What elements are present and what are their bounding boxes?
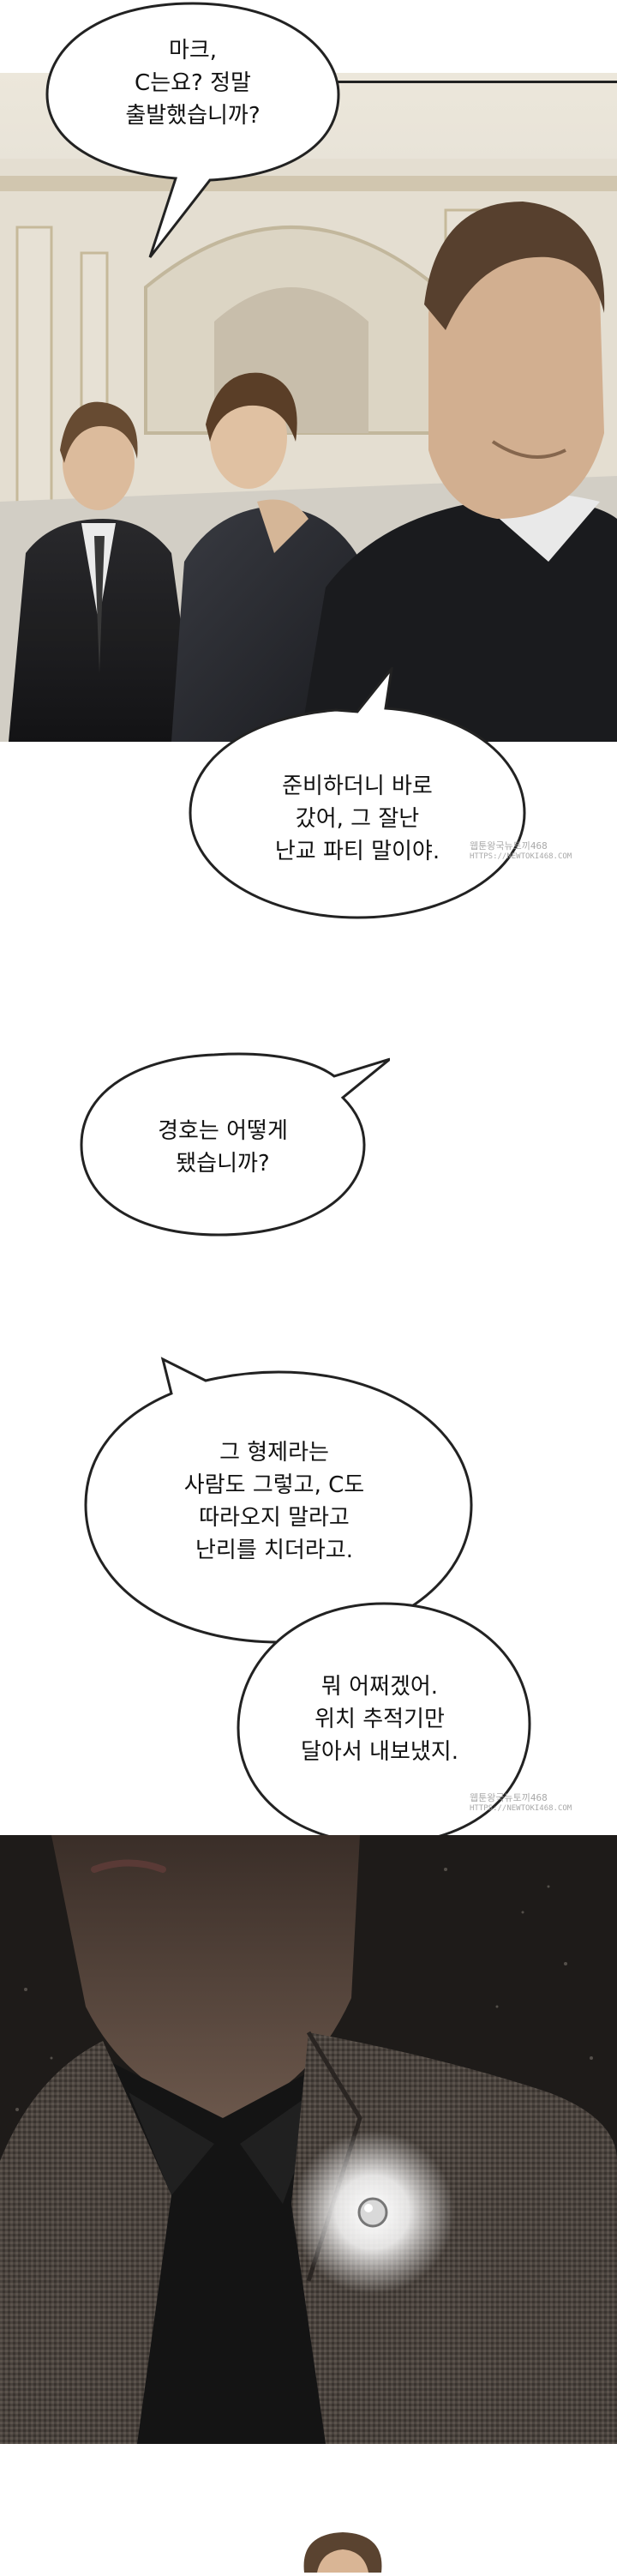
speech-bubble-1: 마크, C는요? 정말 출발했습니까? [39,0,347,266]
watermark-2-line-2: HTTPS://NEWTOKI468.COM [470,1804,572,1813]
bubble-3-line-1: 경호는 어떻게 [158,1118,288,1144]
panel-border-line [326,81,617,83]
watermark-1-line-1: 웹툰왕국뉴토끼468 [470,840,548,852]
bubble-4-line-3: 따라오지 말라고 [199,1505,350,1531]
bubble-3-line-2: 됐습니까? [176,1151,270,1177]
bubble-4-line-1: 그 형제라는 [219,1440,329,1466]
partial-head-bottom [291,2525,394,2573]
panel-hallway-scene [0,73,617,742]
hallway-illustration [0,73,617,742]
speech-bubble-4: 그 형제라는 사람도 그렇고, C도 따라오지 말라고 난리를 치더라고. [69,1342,480,1651]
bubble-1-line-3: 출발했습니까? [125,103,261,129]
bubble-1-line-1: 마크, [168,38,218,63]
watermark-2-line-1: 웹툰왕국뉴토끼468 [470,1792,548,1803]
speech-bubble-5: 뭐 어쩌겠어. 위치 추적기만 달아서 내보냈지. [230,1595,538,1852]
bubble-5-line-1: 뭐 어쩌겠어. [320,1674,439,1700]
watermark-1-line-2: HTTPS://NEWTOKI468.COM [470,852,572,861]
bubble-2-line-1: 준비하더니 바로 [282,773,433,799]
panel-jacket-closeup [0,1835,617,2444]
bubble-5-line-3: 달아서 내보냈지. [301,1739,458,1765]
bubble-1-line-2: C는요? 정말 [135,70,251,96]
bubble-2-line-2: 갔어, 그 잘난 [295,806,420,832]
speech-bubble-3: 경호는 어떻게 됐습니까? [73,1025,390,1239]
jacket-illustration [0,1835,617,2444]
bubble-5-line-2: 위치 추적기만 [314,1706,445,1732]
watermark-1: 웹툰왕국뉴토끼468 HTTPS://NEWTOKI468.COM [470,840,572,863]
bubble-4-line-2: 사람도 그렇고, C도 [183,1472,365,1498]
bubble-2-line-3: 난교 파티 말이야. [274,839,440,864]
bubble-4-line-4: 난리를 치더라고. [195,1538,353,1563]
watermark-2: 웹툰왕국뉴토끼468 HTTPS://NEWTOKI468.COM [470,1792,572,1815]
speech-bubble-2: 준비하더니 바로 갔어, 그 잘난 난교 파티 말이야. [182,667,533,924]
